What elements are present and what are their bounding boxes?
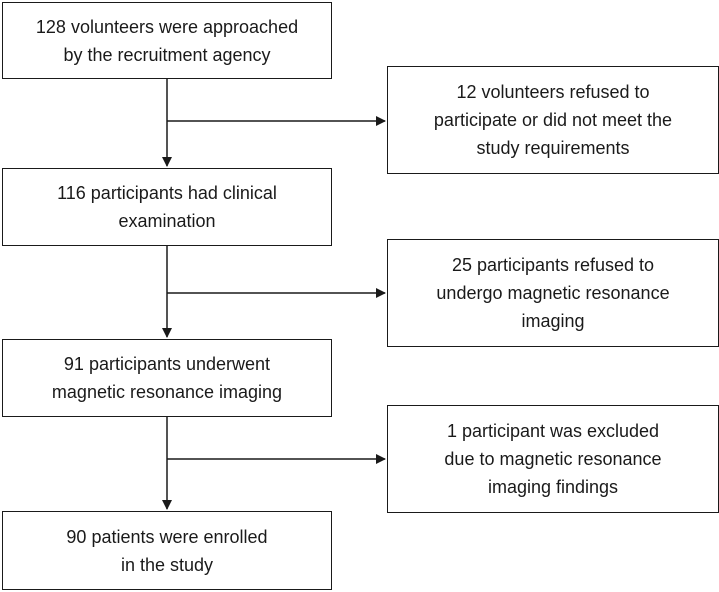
exclusion-refused-mri-line-1: 25 participants refused to: [451, 255, 655, 275]
step-enrolled-line-2: in the study: [120, 554, 214, 575]
exclusion-refused-mri-line-3: imaging: [521, 311, 585, 331]
step-mri-line-2: magnetic resonance imaging: [51, 382, 283, 402]
exclusion-refused-participate-line-3: study requirements: [476, 138, 630, 158]
step-approached-line-1: 128 volunteers were approached: [35, 16, 299, 37]
exclusion-mri-findings-line-3: imaging findings: [487, 477, 619, 497]
step-mri-box: 91 participants underwent magnetic reson…: [2, 339, 332, 417]
exclusion-mri-findings-line-2: due to magnetic resonance: [444, 449, 662, 469]
step-enrolled-line-1: 90 patients were enrolled: [66, 526, 268, 547]
step-approached-line-2: by the recruitment agency: [63, 44, 271, 65]
step-clinical-exam-line-2: examination: [118, 211, 216, 231]
exclusion-refused-mri-box: 25 participants refused to undergo magne…: [387, 239, 719, 347]
step-mri-line-1: 91 participants underwent: [63, 354, 271, 374]
exclusion-mri-findings-box: 1 participant was excluded due to magnet…: [387, 405, 719, 513]
step-enrolled-box: 90 patients were enrolled in the study: [2, 511, 332, 590]
step-clinical-exam-box: 116 participants had clinical examinatio…: [2, 168, 332, 246]
step-clinical-exam-line-1: 116 participants had clinical: [57, 183, 277, 203]
exclusion-refused-mri-line-2: undergo magnetic resonance: [436, 283, 670, 303]
step-approached-box: 128 volunteers were approached by the re…: [2, 2, 332, 79]
exclusion-refused-participate-box: 12 volunteers refused to participate or …: [387, 66, 719, 174]
exclusion-refused-participate-line-1: 12 volunteers refused to: [456, 82, 650, 102]
exclusion-refused-participate-line-2: participate or did not meet the: [433, 110, 673, 130]
exclusion-mri-findings-line-1: 1 participant was excluded: [446, 421, 660, 441]
